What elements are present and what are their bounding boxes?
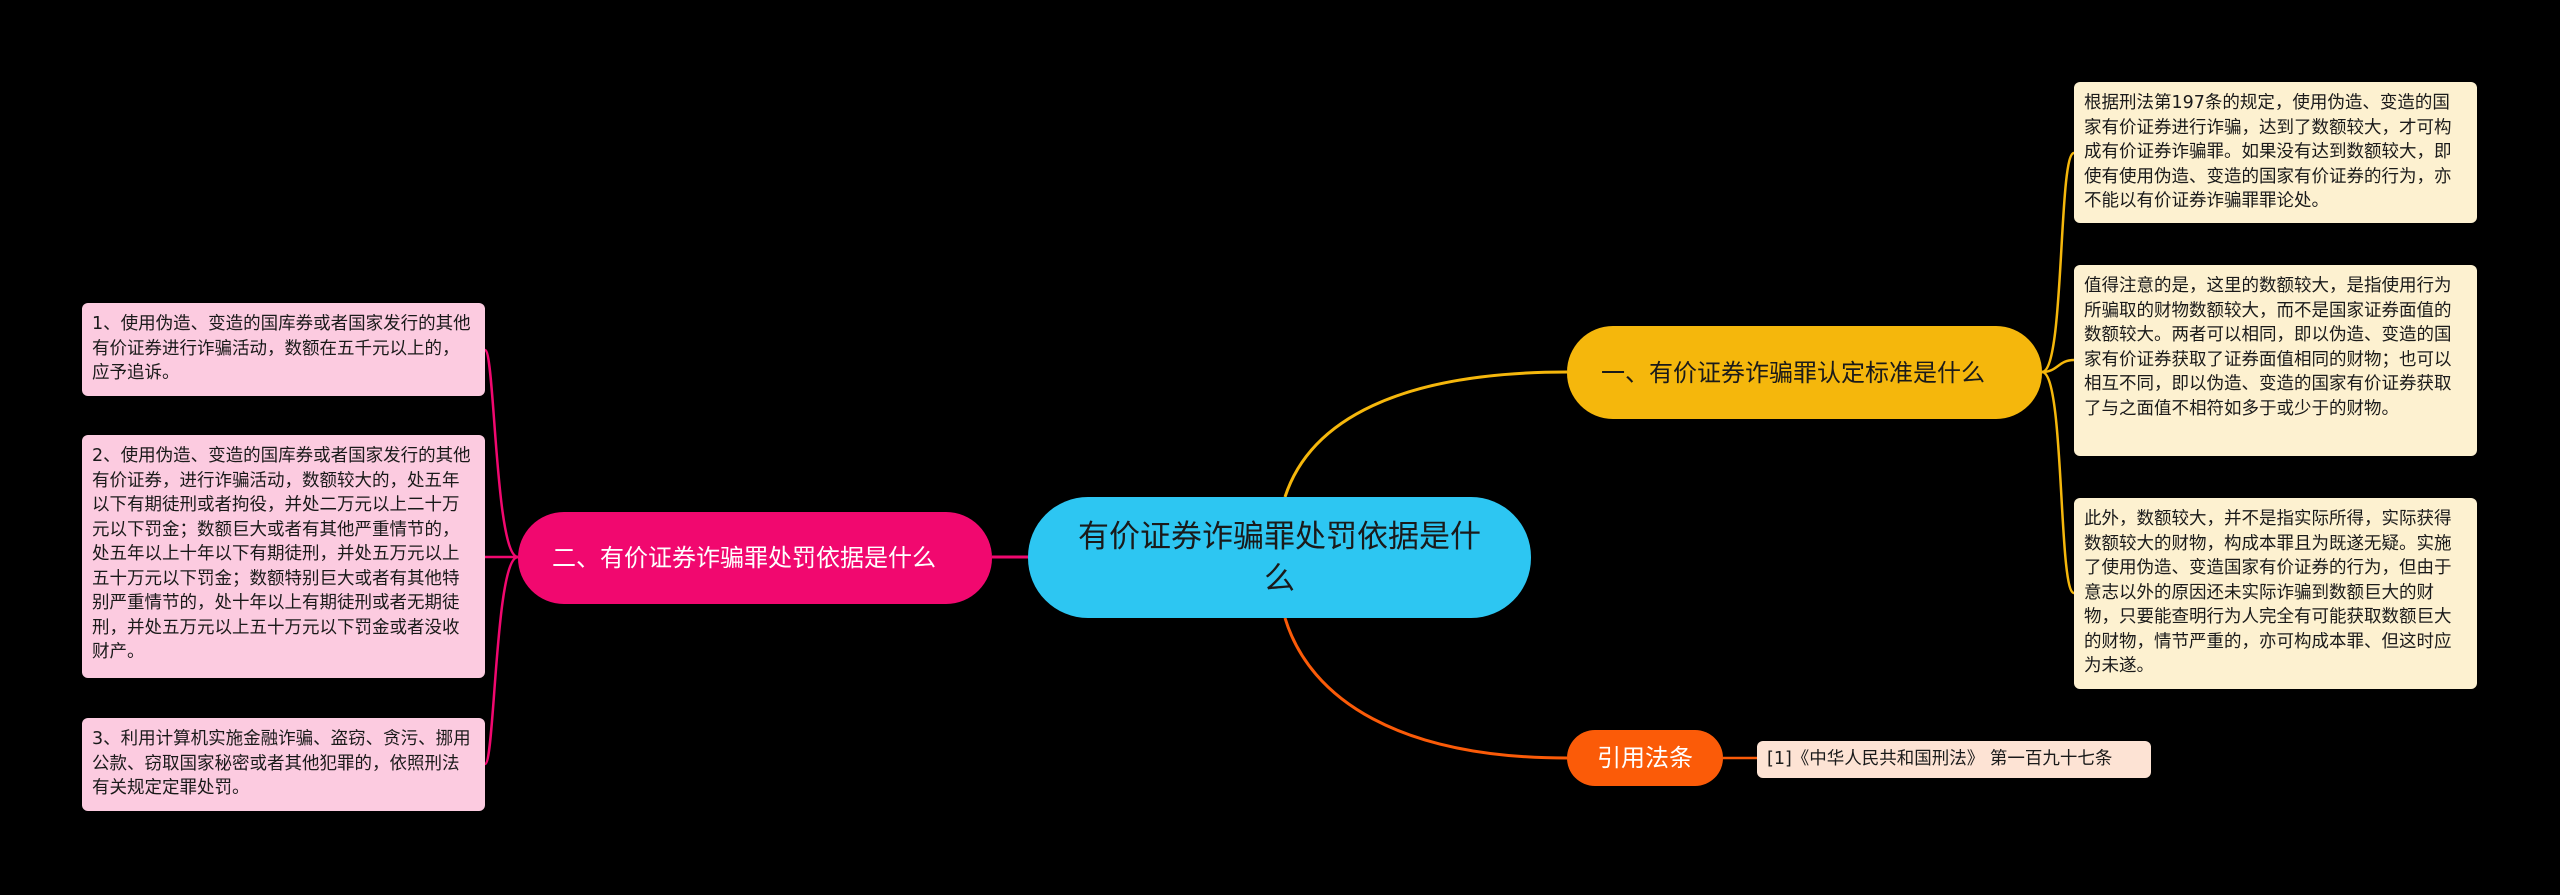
branch-penalty-basis-label: 二、有价证券诈骗罪处罚依据是什么 — [552, 544, 936, 572]
leaf-standard-1-text: 根据刑法第197条的规定，使用伪造、变造的国家有价证券进行诈骗，达到了数额较大，… — [2084, 93, 2452, 211]
leaf-cited-law-1-text: [1]《中华人民共和国刑法》 第一百九十七条 — [1767, 749, 2113, 770]
central-topic-label: 有价证券诈骗罪处罚依据是什么 — [1078, 518, 1481, 597]
link-center-to-ref-branch — [1283, 617, 1568, 760]
link-right-branch-to-leaf-3 — [2041, 370, 2076, 595]
leaf-standard-3-text: 此外，数额较大，并不是指实际所得，实际获得数额较大的财物，构成本罪且为既遂无疑。… — [2084, 509, 2452, 676]
link-right-branch-to-leaf-2 — [2041, 358, 2075, 374]
branch-penalty-basis[interactable]: 二、有价证券诈骗罪处罚依据是什么 — [518, 512, 992, 604]
leaf-standard-2-text: 值得注意的是，这里的数额较大，是指使用行为所骗取的财物数额较大，而不是国家证券面… — [2084, 276, 2452, 419]
leaf-penalty-1-text: 1、使用伪造、变造的国库券或者国家发行的其他有价证券进行诈骗活动，数额在五千元以… — [92, 314, 471, 383]
leaf-standard-1[interactable]: 根据刑法第197条的规定，使用伪造、变造的国家有价证券进行诈骗，达到了数额较大，… — [2074, 82, 2477, 223]
leaf-cited-law-1[interactable]: [1]《中华人民共和国刑法》 第一百九十七条 — [1757, 741, 2151, 778]
leaf-standard-3[interactable]: 此外，数额较大，并不是指实际所得，实际获得数额较大的财物，构成本罪且为既遂无疑。… — [2074, 498, 2477, 689]
link-left-branch-to-leaf-1 — [483, 348, 519, 559]
leaf-penalty-2[interactable]: 2、使用伪造、变造的国库券或者国家发行的其他有价证券，进行诈骗活动，数额较大的，… — [82, 435, 485, 678]
leaf-penalty-1[interactable]: 1、使用伪造、变造的国库券或者国家发行的其他有价证券进行诈骗活动，数额在五千元以… — [82, 303, 485, 396]
branch-cited-law[interactable]: 引用法条 — [1567, 730, 1723, 786]
branch-cited-law-label: 引用法条 — [1597, 744, 1693, 772]
link-right-branch-to-leaf-1 — [2041, 151, 2076, 374]
central-topic[interactable]: 有价证券诈骗罪处罚依据是什么 — [1028, 497, 1531, 618]
leaf-standard-2[interactable]: 值得注意的是，这里的数额较大，是指使用行为所骗取的财物数额较大，而不是国家证券面… — [2074, 265, 2477, 456]
leaf-penalty-3[interactable]: 3、利用计算机实施金融诈骗、盗窃、贪污、挪用公款、窃取国家秘密或者其他犯罪的，依… — [82, 718, 485, 811]
link-left-branch-to-leaf-3 — [483, 555, 519, 766]
link-center-to-right-branch — [1283, 370, 1568, 498]
branch-determination-standard-label: 一、有价证券诈骗罪认定标准是什么 — [1601, 358, 1985, 387]
leaf-penalty-2-text: 2、使用伪造、变造的国库券或者国家发行的其他有价证券，进行诈骗活动，数额较大的，… — [92, 446, 471, 662]
leaf-penalty-3-text: 3、利用计算机实施金融诈骗、盗窃、贪污、挪用公款、窃取国家秘密或者其他犯罪的，依… — [92, 729, 471, 798]
branch-determination-standard[interactable]: 一、有价证券诈骗罪认定标准是什么 — [1567, 326, 2042, 419]
